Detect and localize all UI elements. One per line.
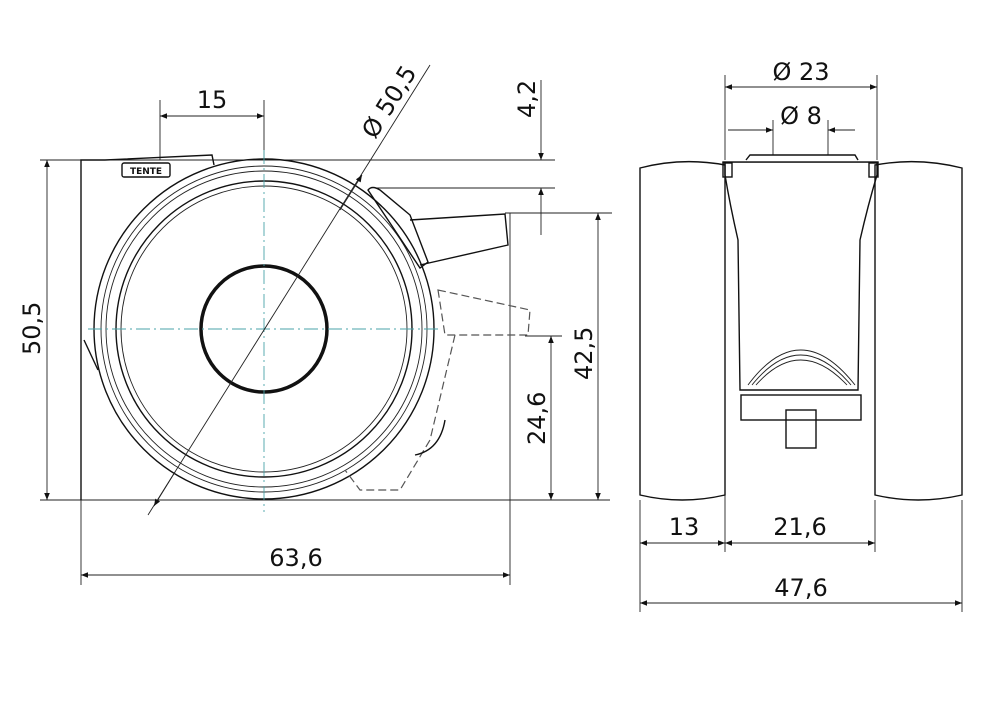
dim-offset: 15	[197, 86, 228, 114]
dim-axle-height: 24,6	[523, 392, 551, 445]
right-wheel	[874, 160, 963, 501]
castor-side-body	[80, 154, 531, 500]
dim-brake-height: 42,5	[570, 327, 598, 380]
dim-wheel-width: 13	[669, 513, 700, 541]
dim-total-length: 63,6	[269, 544, 322, 572]
dim-total-height: 50,5	[18, 302, 46, 355]
fork	[722, 154, 879, 449]
front-view: Ø 23 Ø 8 13 21,6 47,6	[639, 58, 963, 612]
dim-wheel-diameter: Ø 50,5	[356, 61, 422, 144]
svg-text:TENTE: TENTE	[130, 167, 162, 177]
dim-stem-diameter: Ø 23	[772, 58, 829, 86]
dim-bore-diameter: Ø 8	[780, 102, 822, 130]
side-view: TENTE 15 Ø 50,5 4,2 50,5 42,5 24,6 63,6	[18, 61, 612, 585]
dim-fork-width: 21,6	[773, 513, 826, 541]
dim-total-width: 47,6	[774, 574, 827, 602]
dim-line-wheel-diameter	[147, 64, 431, 516]
extension-lines	[40, 100, 612, 585]
left-wheel	[639, 160, 726, 501]
tente-logo: TENTE	[121, 162, 171, 178]
dim-top-plate: 4,2	[513, 80, 541, 118]
